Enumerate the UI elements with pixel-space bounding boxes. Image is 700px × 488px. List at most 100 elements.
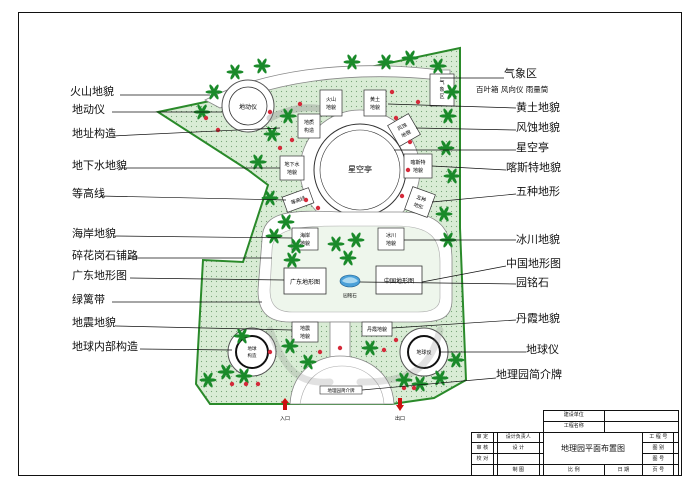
tree-icon (226, 64, 244, 80)
tree-icon (327, 236, 345, 252)
flower-icon (415, 99, 421, 105)
tree-icon (279, 108, 297, 124)
tree-icon (395, 372, 413, 388)
flower-icon (203, 115, 209, 121)
tb-drawing-type: 图 别 (642, 442, 675, 455)
flower-icon (315, 205, 321, 211)
svg-text:地下水: 地下水 (284, 161, 299, 168)
label-earthquake: 地震地貌 (72, 316, 116, 329)
tree-icon (253, 58, 271, 74)
flower-icon (297, 101, 303, 107)
label-groundwater: 地下水地貌 (72, 159, 127, 172)
flower-icon (289, 137, 295, 143)
entrance-arrow: 入口 (280, 398, 290, 422)
label-volcano: 火山地貌 (70, 85, 114, 98)
box-glacier: 冰川 地貌 (377, 227, 405, 251)
label-glacier: 冰川地貌 (516, 233, 560, 246)
svg-text:地震: 地震 (300, 325, 310, 332)
svg-text:五种: 五种 (415, 194, 427, 204)
tb-check: 校 对 (471, 453, 494, 466)
tree-icon (443, 84, 461, 100)
svg-text:喀斯特: 喀斯特 (410, 159, 425, 166)
tree-icon (439, 108, 457, 124)
tb-project-no: 工 程 号 (642, 431, 675, 444)
flower-layer (203, 89, 421, 391)
tb-date: 日 期 (603, 464, 644, 476)
flower-icon (215, 127, 221, 133)
leader-line (115, 325, 293, 331)
label-seismograph: 地动仪 (72, 103, 105, 116)
flower-icon (255, 381, 261, 387)
leader-line (139, 348, 233, 351)
tree-icon (249, 154, 267, 170)
flower-icon (405, 167, 411, 173)
svg-text:中国地形图: 中国地形图 (384, 277, 414, 285)
label-geo-structure: 地址构造 (72, 127, 116, 140)
flower-icon (401, 385, 407, 391)
tree-icon (339, 250, 357, 266)
label-five-landforms: 五种地形 (516, 185, 560, 198)
tree-icon (283, 252, 301, 268)
svg-text:广东地形图: 广东地形图 (290, 278, 320, 286)
tree-icon (233, 328, 251, 344)
svg-text:地貌: 地貌 (400, 128, 412, 139)
svg-text:火山: 火山 (326, 96, 336, 103)
label-coastal: 海岸地貌 (72, 227, 116, 240)
tree-icon (443, 168, 461, 184)
box-contour: 等高线 (281, 187, 315, 213)
svg-text:园铭石: 园铭石 (343, 292, 357, 299)
tb-project-name: 工程名称 (542, 420, 605, 433)
leader-line (431, 165, 507, 171)
label-loess: 黄土地貌 (516, 101, 560, 114)
tree-icon (343, 54, 361, 70)
tree-icon (281, 338, 299, 354)
sky-pavilion-text: 星空亭 (348, 164, 372, 174)
tree-icon (205, 84, 223, 100)
box-earth-structure: 地球 构造 (248, 345, 257, 359)
leader-line (99, 195, 287, 201)
tree-icon (447, 352, 465, 368)
svg-text:地动仪: 地动仪 (239, 103, 257, 111)
tb-sheet-no: 页 号 (642, 464, 675, 476)
leader-lines (99, 77, 526, 391)
leader-line (361, 377, 497, 391)
tree-icon (217, 364, 235, 380)
flower-icon (243, 381, 249, 387)
label-weather: 气象区 (504, 67, 537, 80)
tb-scale: 比 例 (542, 464, 605, 476)
box-china: 中国地形图 (375, 265, 423, 295)
svg-text:黄土: 黄土 (370, 96, 380, 103)
flower-icon (411, 385, 417, 391)
tree-layer (193, 50, 465, 392)
tree-icon (199, 372, 217, 388)
leader-line (421, 265, 507, 283)
leader-line (111, 127, 281, 137)
label-garden-stone: 园铭石 (516, 276, 549, 289)
box-volcano: 火山 地貌 (319, 89, 343, 117)
svg-text:冰川: 冰川 (386, 232, 396, 239)
svg-text:地貌: 地貌 (300, 333, 310, 340)
tree-icon (347, 232, 365, 248)
label-karst: 喀斯特地貌 (506, 161, 561, 174)
label-globe: 地球仪 (526, 343, 559, 356)
leader-line (415, 127, 517, 131)
label-hedge: 绿篱带 (72, 293, 105, 306)
leader-line (129, 277, 285, 281)
tb-drawing-title: 地理园平面布置图 (542, 431, 644, 466)
tree-icon (401, 50, 419, 66)
tb-design: 设 计 (497, 442, 540, 455)
tree-icon (429, 58, 447, 74)
flower-icon (317, 349, 323, 355)
leader-line (113, 235, 293, 239)
box-karst: 喀斯特 地貌 (403, 153, 433, 179)
svg-text:地貌: 地貌 (413, 167, 423, 174)
label-earth-interior: 地球内部构造 (72, 340, 138, 353)
title-block: 建设单位 工程名称 审 定 设计负责人 地理园平面布置图 工 程 号 审 核 设… (471, 410, 680, 476)
svg-text:地貌: 地貌 (287, 169, 297, 176)
label-sky-pavilion: 星空亭 (516, 141, 549, 154)
label-contour: 等高线 (72, 187, 105, 200)
svg-text:气: 气 (439, 79, 444, 86)
flower-icon (277, 145, 283, 151)
box-groundwater: 地下水 地貌 (279, 155, 305, 181)
